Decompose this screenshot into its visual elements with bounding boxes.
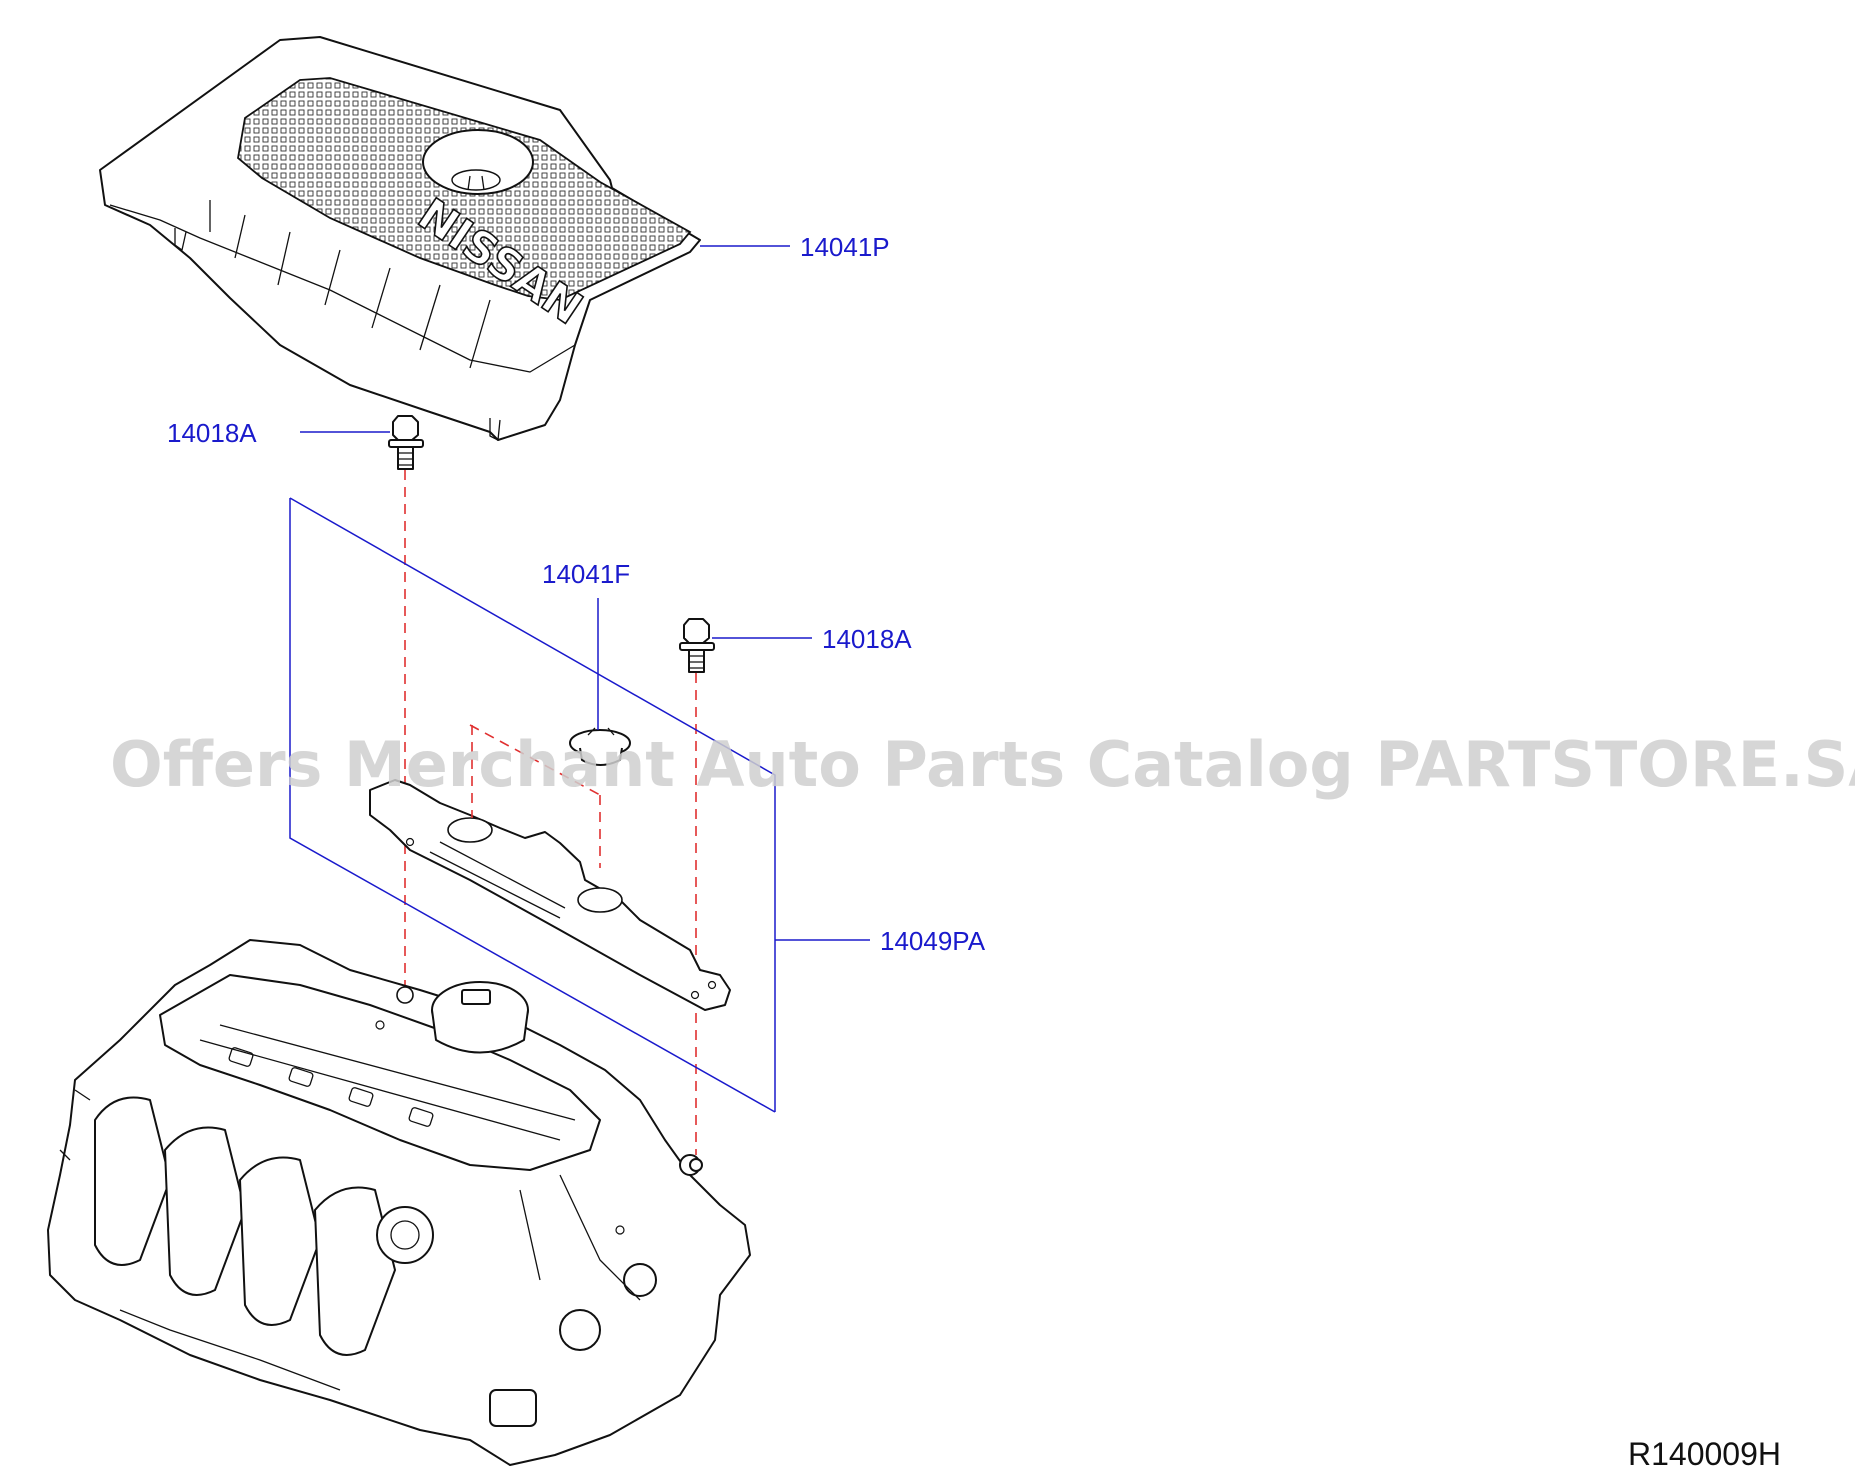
intake-manifold-illustration[interactable] — [47, 939, 751, 1466]
bolt-left-illustration[interactable] — [388, 415, 424, 470]
callout-bolt-left[interactable]: 14018A — [167, 418, 257, 448]
callout-bracket-assembly[interactable]: 14049PA — [880, 926, 986, 956]
bracket-assembly-frame — [289, 497, 776, 1113]
dashed-clip-mount — [469, 724, 601, 868]
diagram-code: R140009H — [1628, 1436, 1781, 1472]
engine-cover-illustration[interactable]: NISSAN — [99, 36, 701, 441]
callout-engine-cover[interactable]: 14041P — [800, 232, 890, 262]
callout-clip[interactable]: 14041F — [542, 559, 630, 589]
bolt-right-illustration[interactable] — [679, 618, 715, 673]
bracket-plate-illustration[interactable] — [369, 779, 731, 1011]
callout-bolt-right[interactable]: 14018A — [822, 624, 912, 654]
clip-illustration[interactable] — [569, 727, 631, 766]
watermark-text: Offers Merchant Auto Parts Catalog PARTS… — [110, 728, 1855, 801]
